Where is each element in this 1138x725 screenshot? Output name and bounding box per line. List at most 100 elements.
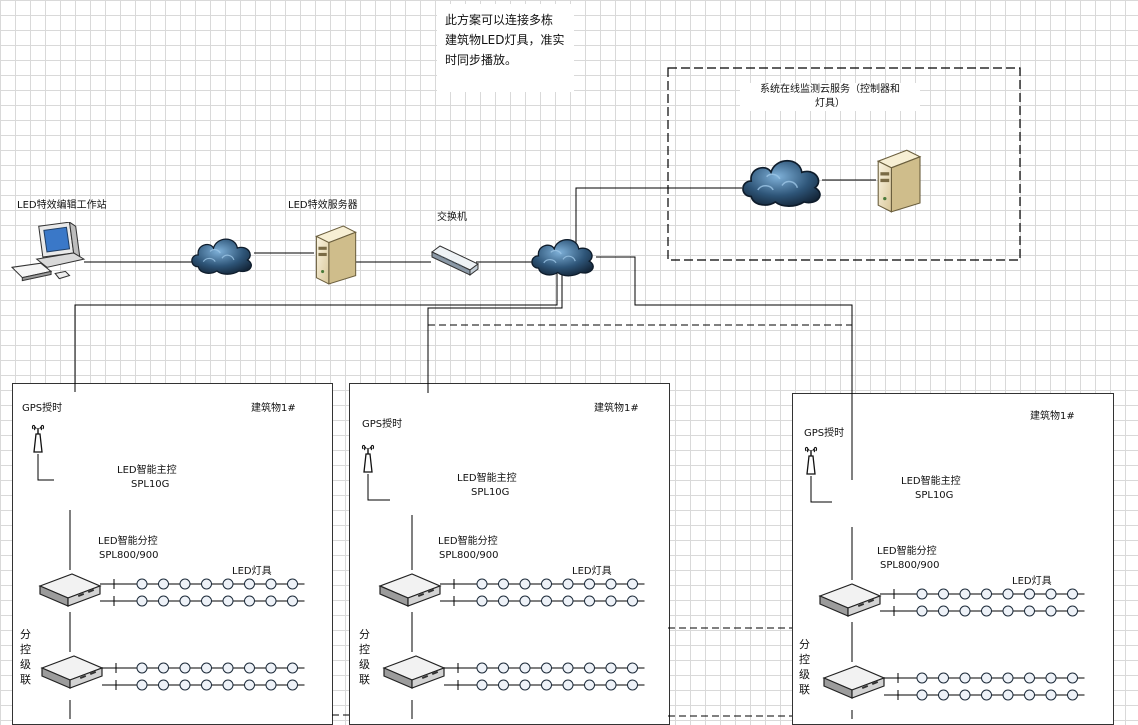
led-fixture-icon — [1002, 672, 1014, 684]
sub-controller-icon — [819, 583, 881, 617]
building-name: 建筑物1# — [251, 403, 296, 414]
server-label: LED特效服务器 — [288, 200, 358, 211]
led-fixture-icon — [201, 578, 212, 590]
led-fixture-icon — [1024, 689, 1035, 701]
sub-controller-icon — [41, 655, 103, 689]
led-fixture-icon — [498, 595, 509, 607]
cascade-label: 分 控 级 联 — [20, 627, 32, 687]
gps-link-line — [37, 454, 54, 481]
led-fixture-icon — [981, 689, 992, 701]
led-fixture-icon — [179, 662, 191, 674]
cascade-char: 级 — [799, 668, 810, 681]
led-fixture-icon — [584, 595, 595, 607]
led-fixture-label: LED灯具 — [1012, 576, 1052, 587]
led-fixture-icon — [179, 578, 191, 590]
led-fixture-icon — [498, 578, 509, 590]
led-fixture-icon — [541, 578, 552, 590]
led-fixture-icon — [476, 595, 488, 607]
led-fixture-icon — [938, 588, 949, 600]
led-fixture-icon — [201, 662, 212, 674]
led-fixture-icon — [562, 595, 574, 607]
cascade-char: 级 — [359, 658, 370, 671]
main-controller-label: LED智能主控 — [901, 476, 961, 487]
switch-label: 交换机 — [437, 212, 467, 223]
cloud-service-title: 系统在线监测云服务（控制器和 灯具） — [740, 83, 920, 111]
led-fixture-icon — [287, 595, 298, 607]
led-fixture-icon — [158, 578, 169, 590]
led-fixture-label: LED灯具 — [232, 566, 272, 577]
workstation-label: LED特效编辑工作站 — [17, 200, 107, 211]
led-fixture-icon — [938, 672, 949, 684]
led-fixture-icon — [1024, 672, 1035, 684]
led-fixture-icon — [1045, 588, 1057, 600]
led-fixture-icon — [959, 672, 971, 684]
sub-controller-model: SPL800/900 — [880, 560, 940, 571]
sub-controller-icon — [379, 573, 441, 607]
led-fixture-icon — [222, 578, 234, 590]
gps-antenna-icon — [31, 424, 45, 453]
led-fixture-icon — [1024, 588, 1035, 600]
led-fixture-icon — [562, 662, 574, 674]
led-fixture-icon — [222, 595, 234, 607]
gps-label: GPS授时 — [362, 419, 403, 430]
server-icon — [877, 149, 921, 213]
cloud-icon — [742, 159, 821, 208]
building-devices — [31, 424, 1085, 719]
led-fixture-icon — [562, 679, 574, 691]
cascade-char: 控 — [20, 643, 31, 656]
led-fixture-icon — [1067, 672, 1078, 684]
sub-controller-icon — [39, 573, 101, 607]
led-fixture-icon — [244, 578, 255, 590]
sub-controller-icon — [823, 665, 885, 699]
led-fixture-icon — [1024, 605, 1035, 617]
led-fixture-icon — [1045, 605, 1057, 617]
note-line: 此方案可以连接多栋 — [445, 13, 554, 27]
building-name: 建筑物1# — [594, 403, 639, 414]
cascade-char: 级 — [20, 658, 31, 671]
led-fixture-icon — [584, 578, 595, 590]
led-fixture-icon — [1045, 672, 1057, 684]
switch-icon — [431, 245, 479, 276]
led-fixture-icon — [179, 595, 191, 607]
cascade-char: 联 — [20, 673, 31, 686]
led-fixture-icon — [244, 595, 255, 607]
sub-controller-model: SPL800/900 — [99, 550, 159, 561]
main-controller-model: SPL10G — [915, 490, 954, 501]
led-fixture-icon — [605, 662, 617, 674]
sub-controller-label: LED智能分控 — [438, 536, 498, 547]
building-name: 建筑物1# — [1030, 411, 1075, 422]
cascade-label: 分 控 级 联 — [799, 637, 811, 697]
led-fixture-icon — [938, 605, 949, 617]
led-fixture-icon — [136, 679, 148, 691]
led-fixture-icon — [959, 588, 971, 600]
led-fixture-icon — [1067, 588, 1078, 600]
led-fixture-icon — [541, 662, 552, 674]
cascade-label: 分 控 级 联 — [359, 627, 371, 687]
led-fixture-icon — [244, 662, 255, 674]
led-fixture-icon — [498, 662, 509, 674]
led-fixture-icon — [541, 679, 552, 691]
gps-link-line — [810, 476, 832, 503]
main-controller-label: LED智能主控 — [457, 473, 517, 484]
led-fixture-icon — [981, 672, 992, 684]
led-fixture-icon — [627, 679, 638, 691]
led-fixture-icon — [158, 662, 169, 674]
server-icon — [315, 225, 357, 285]
led-fixture-icon — [1067, 605, 1078, 617]
led-fixture-icon — [201, 595, 212, 607]
led-fixture-icon — [222, 662, 234, 674]
led-fixture-icon — [938, 689, 949, 701]
led-fixture-icon — [179, 679, 191, 691]
led-fixture-icon — [476, 679, 488, 691]
led-fixture-icon — [1002, 588, 1014, 600]
led-fixture-icon — [1002, 605, 1014, 617]
led-fixture-icon — [287, 578, 298, 590]
main-controller-label: LED智能主控 — [117, 465, 177, 476]
cloud-service-title-line: 灯具） — [815, 98, 845, 109]
led-fixture-icon — [981, 605, 992, 617]
led-fixture-icon — [158, 595, 169, 607]
note-box: 此方案可以连接多栋 建筑物LED灯具，准实 时同步播放。 — [437, 4, 574, 92]
led-fixture-icon — [136, 662, 148, 674]
sub-controller-label: LED智能分控 — [877, 546, 937, 557]
main-controller-model: SPL10G — [471, 487, 510, 498]
